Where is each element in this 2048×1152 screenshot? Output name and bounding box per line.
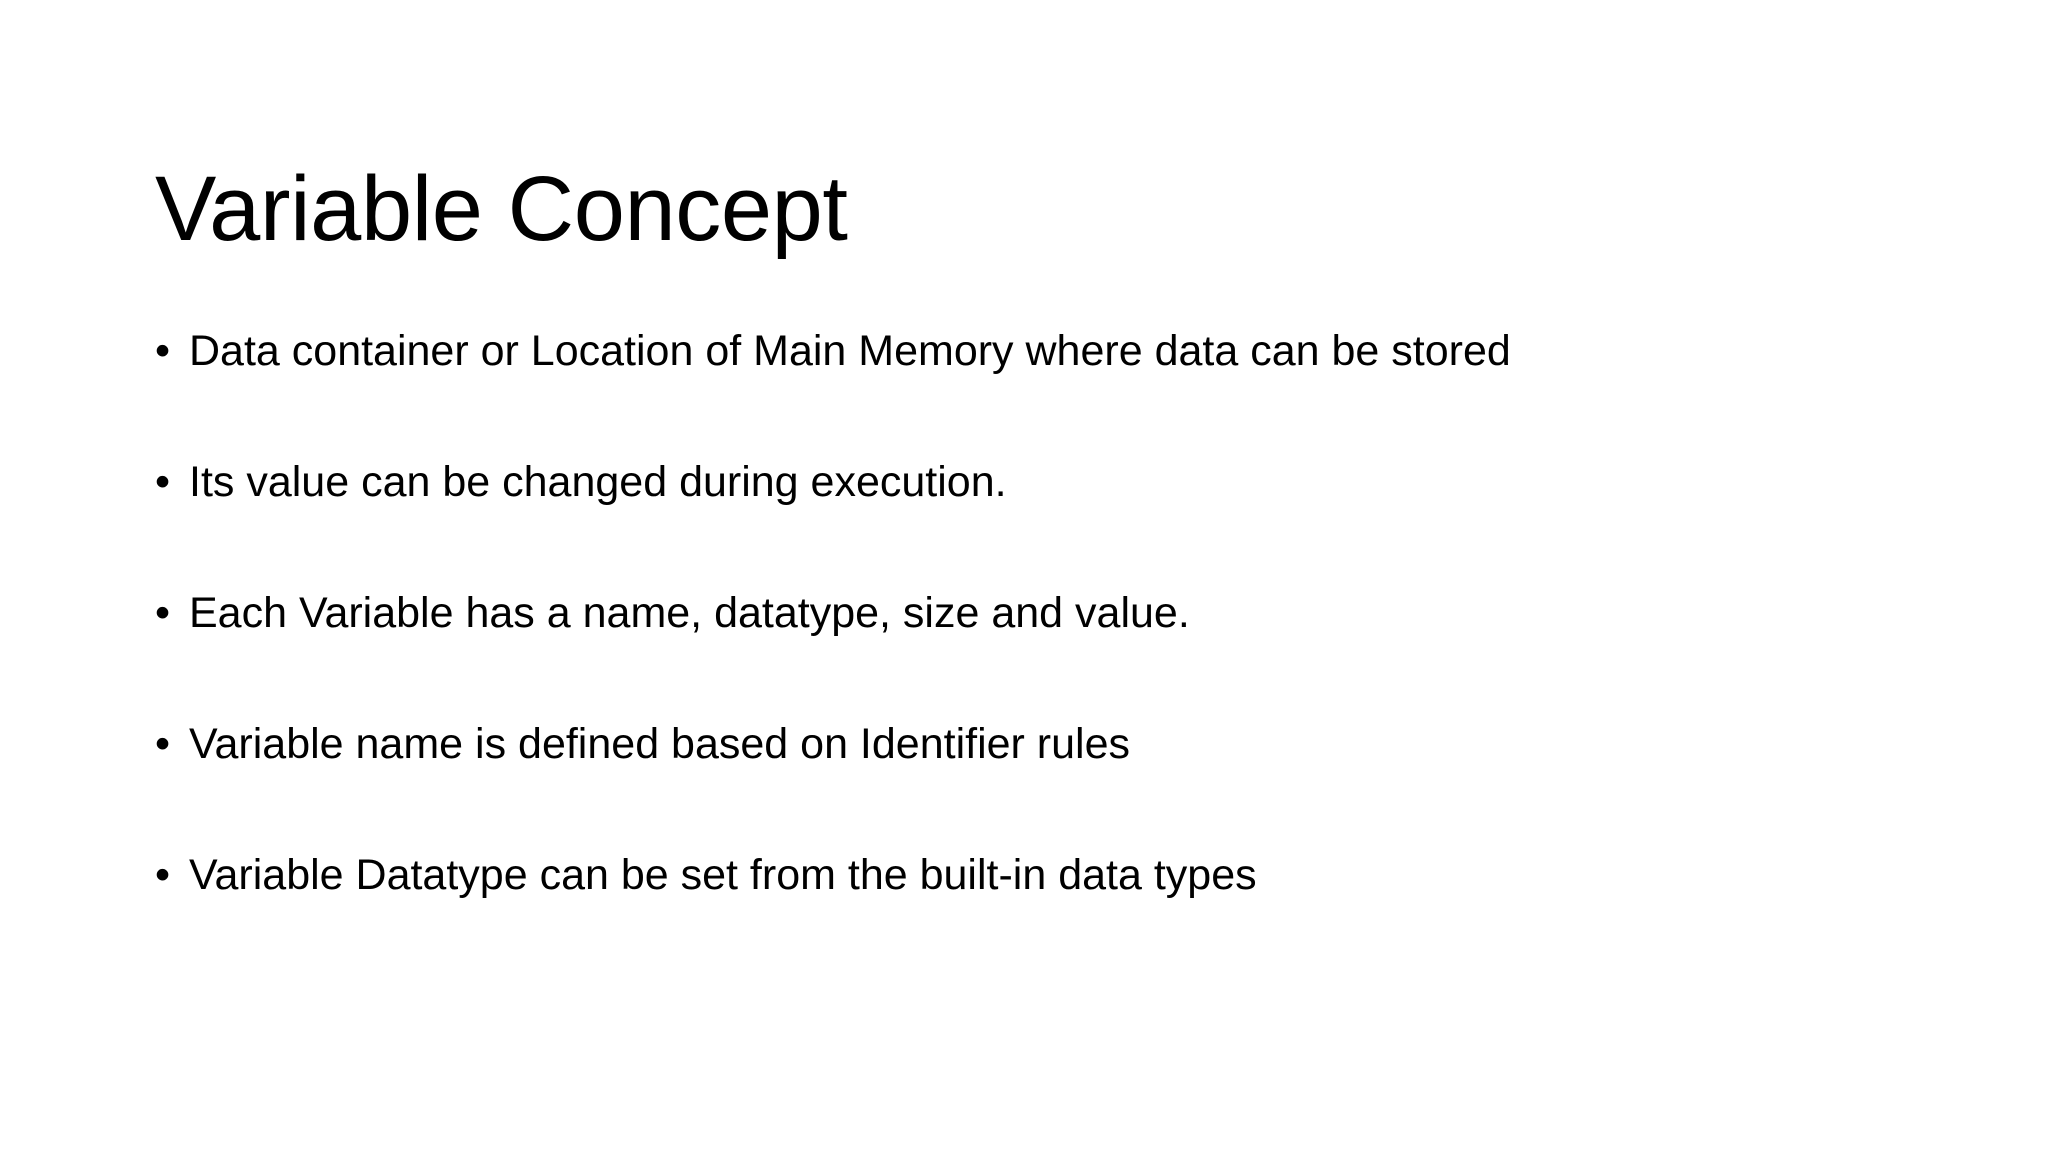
bullet-point-icon: • [155,720,171,768]
page-title: Variable Concept [155,157,848,260]
list-item[interactable]: • Each Variable has a name, datatype, si… [155,592,1945,723]
list-item[interactable]: • Variable name is defined based on Iden… [155,723,1945,854]
list-item[interactable]: • Its value can be changed during execut… [155,461,1945,592]
list-item-label: Variable name is defined based on Identi… [189,720,1131,768]
list-item[interactable]: • Data container or Location of Main Mem… [155,330,1945,461]
bullet-point-icon: • [155,589,171,637]
bullet-list: • Data container or Location of Main Mem… [155,330,1945,985]
bullet-point-icon: • [155,851,171,899]
list-item-label: Variable Datatype can be set from the bu… [189,851,1257,899]
bullet-point-icon: • [155,458,171,506]
bullet-point-icon: • [155,327,171,375]
list-item-label: Each Variable has a name, datatype, size… [189,589,1190,637]
list-item-label: Its value can be changed during executio… [189,458,1007,506]
list-item-label: Data container or Location of Main Memor… [189,327,1511,375]
list-item[interactable]: • Variable Datatype can be set from the … [155,854,1945,985]
